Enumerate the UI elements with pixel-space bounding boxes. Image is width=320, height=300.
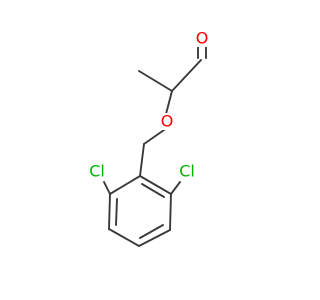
atom-cl-right-bg <box>174 164 200 181</box>
bond-ch-o <box>165 90 173 115</box>
bond-o-ch2 <box>143 129 165 145</box>
atom-labels: O O Cl Cl <box>84 29 210 181</box>
bond-ring-1 <box>139 175 172 195</box>
bond-cho-ch <box>171 59 202 92</box>
bond-ring-cl-right <box>170 181 181 195</box>
atom-o-ether-bg <box>159 113 175 130</box>
bond-ring-inner-1 <box>141 183 165 198</box>
atom-o-aldehyde: O <box>196 29 209 48</box>
atom-o-ether: O <box>161 112 174 131</box>
molecule-diagram: O O Cl Cl <box>84 28 210 247</box>
bond-ch-methyl <box>138 70 173 92</box>
atom-cl-left: Cl <box>89 162 105 181</box>
bond-ring-4 <box>108 228 140 247</box>
bond-ring-5 <box>108 193 111 230</box>
bond-ring-inner-3 <box>115 198 118 226</box>
bond-ch2-ring <box>139 143 145 177</box>
bond-ring-3 <box>138 229 171 247</box>
atom-cl-left-bg <box>84 164 110 181</box>
atom-cl-right: Cl <box>179 162 195 181</box>
atom-o-aldehyde-bg <box>194 31 210 47</box>
bond-ring-cl-left <box>103 181 111 195</box>
bonds <box>103 40 207 247</box>
bond-ring-2 <box>169 193 172 231</box>
bond-ring-inner-2 <box>139 224 164 239</box>
bond-ring-6 <box>109 175 141 195</box>
